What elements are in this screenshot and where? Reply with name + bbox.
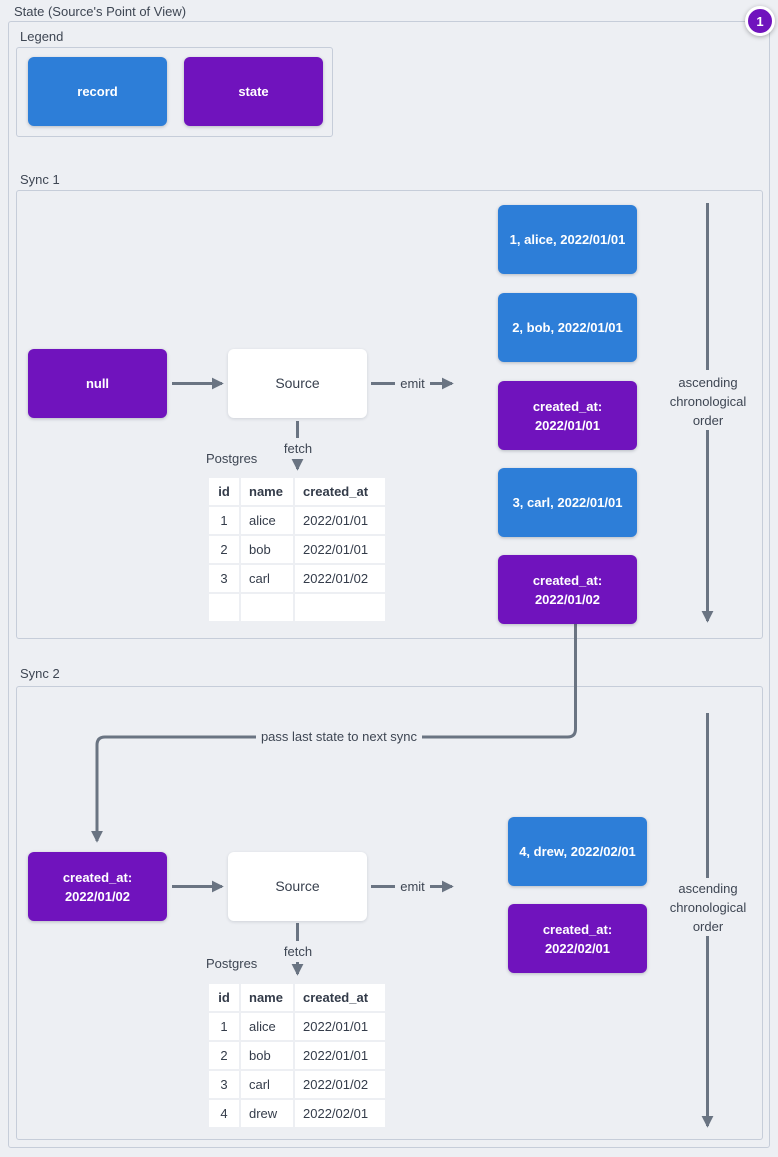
cell-created-at: 2022/01/01 xyxy=(295,507,385,534)
sync1-source-text: Source xyxy=(275,375,320,391)
table-row: 2 bob 2022/01/01 xyxy=(209,536,385,563)
state-text-line1: created_at: xyxy=(532,398,603,414)
sync1-emitted-record-3: 3, carl, 2022/01/01 xyxy=(498,468,637,537)
sync2-source-node: Source xyxy=(228,852,367,921)
legend-label: Legend xyxy=(20,29,64,44)
sync2-label: Sync 2 xyxy=(20,666,60,681)
cell-created-at: 2022/01/02 xyxy=(295,1071,385,1098)
sync2-input-state-node: created_at: 2022/01/02 xyxy=(28,852,167,921)
state-text-line2: 2022/02/01 xyxy=(544,940,611,956)
state-pov-frame xyxy=(8,21,770,1148)
record-text: 2, bob, 2022/01/01 xyxy=(512,320,623,335)
record-text: 1, alice, 2022/01/01 xyxy=(509,232,626,247)
column-header-created-at: created_at xyxy=(295,478,385,505)
sync2-emitted-record-0: 4, drew, 2022/02/01 xyxy=(508,817,647,886)
cell-id: 3 xyxy=(209,565,239,592)
table-row: 4 drew 2022/02/01 xyxy=(209,1100,385,1127)
sync1-input-state-text: null xyxy=(85,376,110,391)
sync2-fetch-label: fetch xyxy=(283,944,313,959)
sync1-emitted-record-0: 1, alice, 2022/01/01 xyxy=(498,205,637,274)
column-header-id: id xyxy=(209,984,239,1011)
table-row: 1 alice 2022/01/01 xyxy=(209,1013,385,1040)
cell-name: carl xyxy=(241,565,293,592)
legend-record-swatch: record xyxy=(28,57,167,126)
cell-id xyxy=(209,594,239,621)
connector-label: pass last state to next sync xyxy=(256,729,422,744)
cell-name: bob xyxy=(241,1042,293,1069)
sync1-emitted-state-4: created_at: 2022/01/02 xyxy=(498,555,637,624)
sync1-label: Sync 1 xyxy=(20,172,60,187)
sync2-postgres-table: id name created_at 1 alice 2022/01/01 2 … xyxy=(207,982,387,1129)
sync2-emitted-state-1: created_at: 2022/02/01 xyxy=(508,904,647,973)
cell-id: 4 xyxy=(209,1100,239,1127)
diagram-title: State (Source's Point of View) xyxy=(14,4,187,19)
cell-created-at: 2022/02/01 xyxy=(295,1100,385,1127)
cell-name: drew xyxy=(241,1100,293,1127)
table-row: 2 bob 2022/01/01 xyxy=(209,1042,385,1069)
cell-name: bob xyxy=(241,536,293,563)
sync1-input-state-node: null xyxy=(28,349,167,418)
cell-name: carl xyxy=(241,1071,293,1098)
cell-id: 1 xyxy=(209,507,239,534)
cell-name: alice xyxy=(241,507,293,534)
cell-created-at: 2022/01/01 xyxy=(295,1013,385,1040)
step-badge: 1 xyxy=(745,6,775,36)
cell-created-at: 2022/01/01 xyxy=(295,1042,385,1069)
sync1-order-note: ascending chronological order xyxy=(669,375,747,428)
cell-name xyxy=(241,594,293,621)
cell-id: 2 xyxy=(209,1042,239,1069)
sync1-fetch-label: fetch xyxy=(283,441,313,456)
table-row-empty xyxy=(209,594,385,621)
sync1-emit-label: emit xyxy=(400,376,425,391)
sync1-postgres-table: id name created_at 1 alice 2022/01/01 2 … xyxy=(207,476,387,623)
table-row: 3 carl 2022/01/02 xyxy=(209,1071,385,1098)
cell-created-at: 2022/01/02 xyxy=(295,565,385,592)
column-header-name: name xyxy=(241,478,293,505)
cell-name: alice xyxy=(241,1013,293,1040)
sync1-source-node: Source xyxy=(228,349,367,418)
table-header-row: id name created_at xyxy=(209,478,385,505)
state-text-line1: created_at: xyxy=(542,921,613,937)
sync1-emitted-record-1: 2, bob, 2022/01/01 xyxy=(498,293,637,362)
state-text-line1: created_at: xyxy=(62,869,133,885)
cell-id: 1 xyxy=(209,1013,239,1040)
cell-id: 3 xyxy=(209,1071,239,1098)
sync2-emit-label: emit xyxy=(400,879,425,894)
sync1-emitted-state-2: created_at: 2022/01/01 xyxy=(498,381,637,450)
state-text-line2: 2022/01/01 xyxy=(534,417,601,433)
table-row: 3 carl 2022/01/02 xyxy=(209,565,385,592)
record-text: 4, drew, 2022/02/01 xyxy=(519,844,636,859)
sync2-postgres-label: Postgres xyxy=(206,956,258,971)
legend-state-swatch: state xyxy=(184,57,323,126)
sync2-source-text: Source xyxy=(275,878,320,894)
table-header-row: id name created_at xyxy=(209,984,385,1011)
cell-created-at: 2022/01/01 xyxy=(295,536,385,563)
state-text-line2: 2022/01/02 xyxy=(64,888,131,904)
cell-id: 2 xyxy=(209,536,239,563)
table-row: 1 alice 2022/01/01 xyxy=(209,507,385,534)
legend-record-label: record xyxy=(77,84,118,99)
legend-frame xyxy=(16,47,333,137)
cell-created-at xyxy=(295,594,385,621)
state-text-line2: 2022/01/02 xyxy=(534,591,601,607)
column-header-name: name xyxy=(241,984,293,1011)
state-text-line1: created_at: xyxy=(532,572,603,588)
column-header-id: id xyxy=(209,478,239,505)
record-text: 3, carl, 2022/01/01 xyxy=(512,495,623,510)
legend-state-label: state xyxy=(238,84,269,99)
sync2-order-note: ascending chronological order xyxy=(669,881,747,934)
column-header-created-at: created_at xyxy=(295,984,385,1011)
sync1-postgres-label: Postgres xyxy=(206,451,258,466)
